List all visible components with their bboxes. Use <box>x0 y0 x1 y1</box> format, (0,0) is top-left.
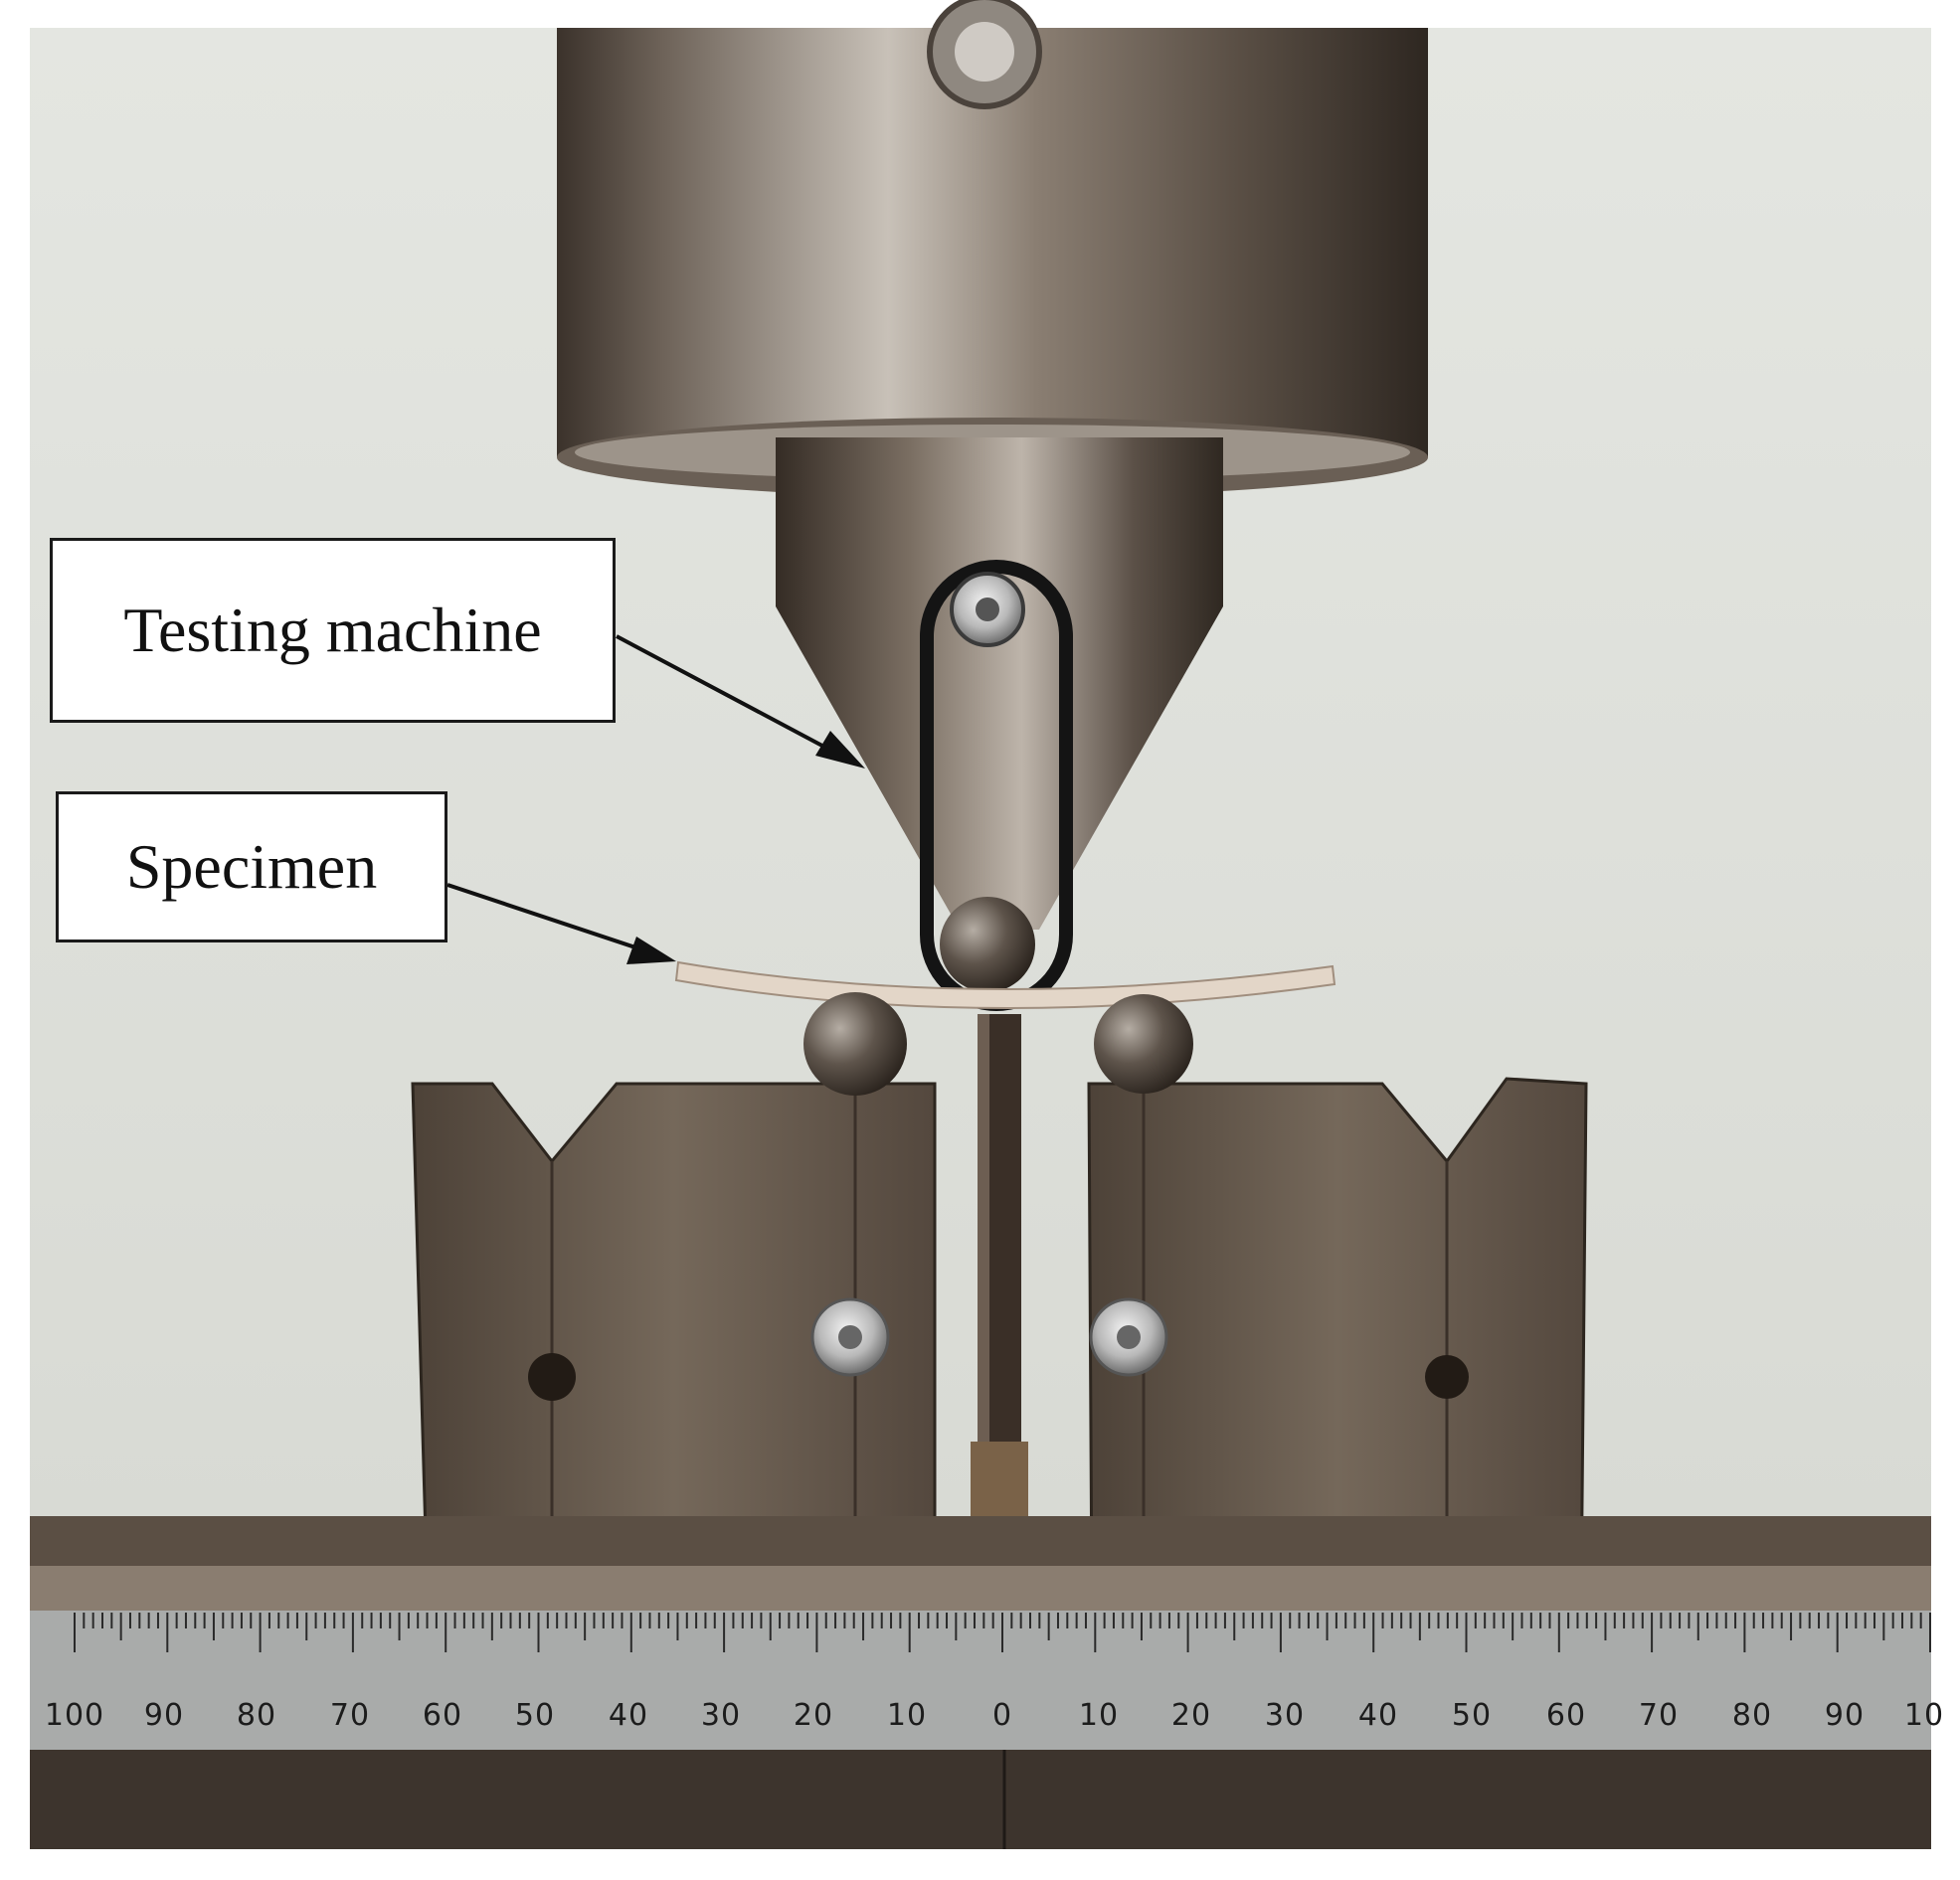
testing-machine-arrow <box>616 634 851 763</box>
testing-machine-label: Testing machine <box>50 538 616 723</box>
left-support-roller <box>803 992 907 1096</box>
ruler-number: 90 <box>1824 1698 1866 1733</box>
ruler-number: 50 <box>514 1698 556 1733</box>
ruler-number: 20 <box>793 1698 834 1733</box>
specimen-label: Specimen <box>56 791 447 942</box>
ruler-number: 30 <box>1264 1698 1306 1733</box>
ruler-number: 70 <box>329 1698 371 1733</box>
ruler-number: 70 <box>1638 1698 1680 1733</box>
ruler-number: 50 <box>1451 1698 1493 1733</box>
ruler-ticks <box>74 1613 1931 1652</box>
ruler-number: 0 <box>991 1698 1013 1733</box>
machine-cone-tip <box>776 606 1223 930</box>
loading-nose <box>940 897 1035 992</box>
ruler-number: 60 <box>1545 1698 1587 1733</box>
ruler-number: 80 <box>236 1698 277 1733</box>
testing-machine-label-text: Testing machine <box>123 595 542 665</box>
ruler-number: 90 <box>143 1698 185 1733</box>
specimen-label-text: Specimen <box>125 831 378 902</box>
ruler-number: 10 <box>1903 1698 1945 1733</box>
ruler-number: 40 <box>608 1698 649 1733</box>
ruler-number: 10 <box>886 1698 928 1733</box>
base-plate <box>30 1750 1931 1849</box>
ruler-number: 20 <box>1170 1698 1212 1733</box>
ruler-number: 100 <box>44 1698 105 1733</box>
ruler-number: 30 <box>700 1698 742 1733</box>
specimen-arrow <box>446 883 657 956</box>
ruler-number: 40 <box>1357 1698 1399 1733</box>
right-support-roller <box>1094 994 1193 1094</box>
ruler-number: 10 <box>1078 1698 1120 1733</box>
ruler-number: 80 <box>1731 1698 1773 1733</box>
ruler <box>30 1611 1931 1750</box>
ruler-number: 60 <box>422 1698 463 1733</box>
